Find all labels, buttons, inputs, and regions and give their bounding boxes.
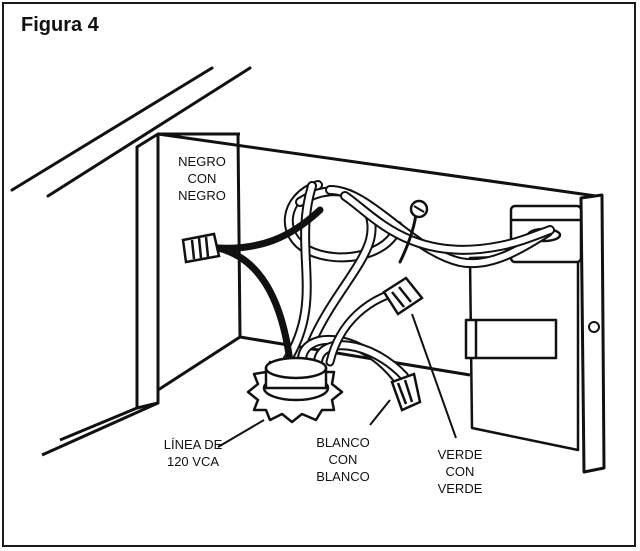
wire-nut-green-icon bbox=[382, 276, 424, 316]
label-negro: NEGRO CON NEGRO bbox=[178, 154, 226, 203]
wire-bundle bbox=[214, 180, 555, 385]
leader-lines bbox=[217, 313, 457, 448]
screw-hole-icon bbox=[588, 321, 600, 333]
wire-nut-black-icon bbox=[181, 232, 221, 264]
cable-grommet-icon bbox=[246, 356, 344, 424]
label-blanco: BLANCO CON BLANCO bbox=[316, 435, 370, 484]
figure-title: Figura 4 bbox=[21, 14, 99, 36]
label-verde: VERDE CON VERDE bbox=[437, 447, 483, 496]
label-linea: LÍNEA DE 120 VCA bbox=[163, 437, 223, 469]
figure-frame bbox=[2, 2, 636, 547]
wire-nut-white-icon bbox=[390, 372, 422, 412]
mounting-plate bbox=[464, 253, 580, 452]
ceiling-beams bbox=[10, 66, 252, 198]
